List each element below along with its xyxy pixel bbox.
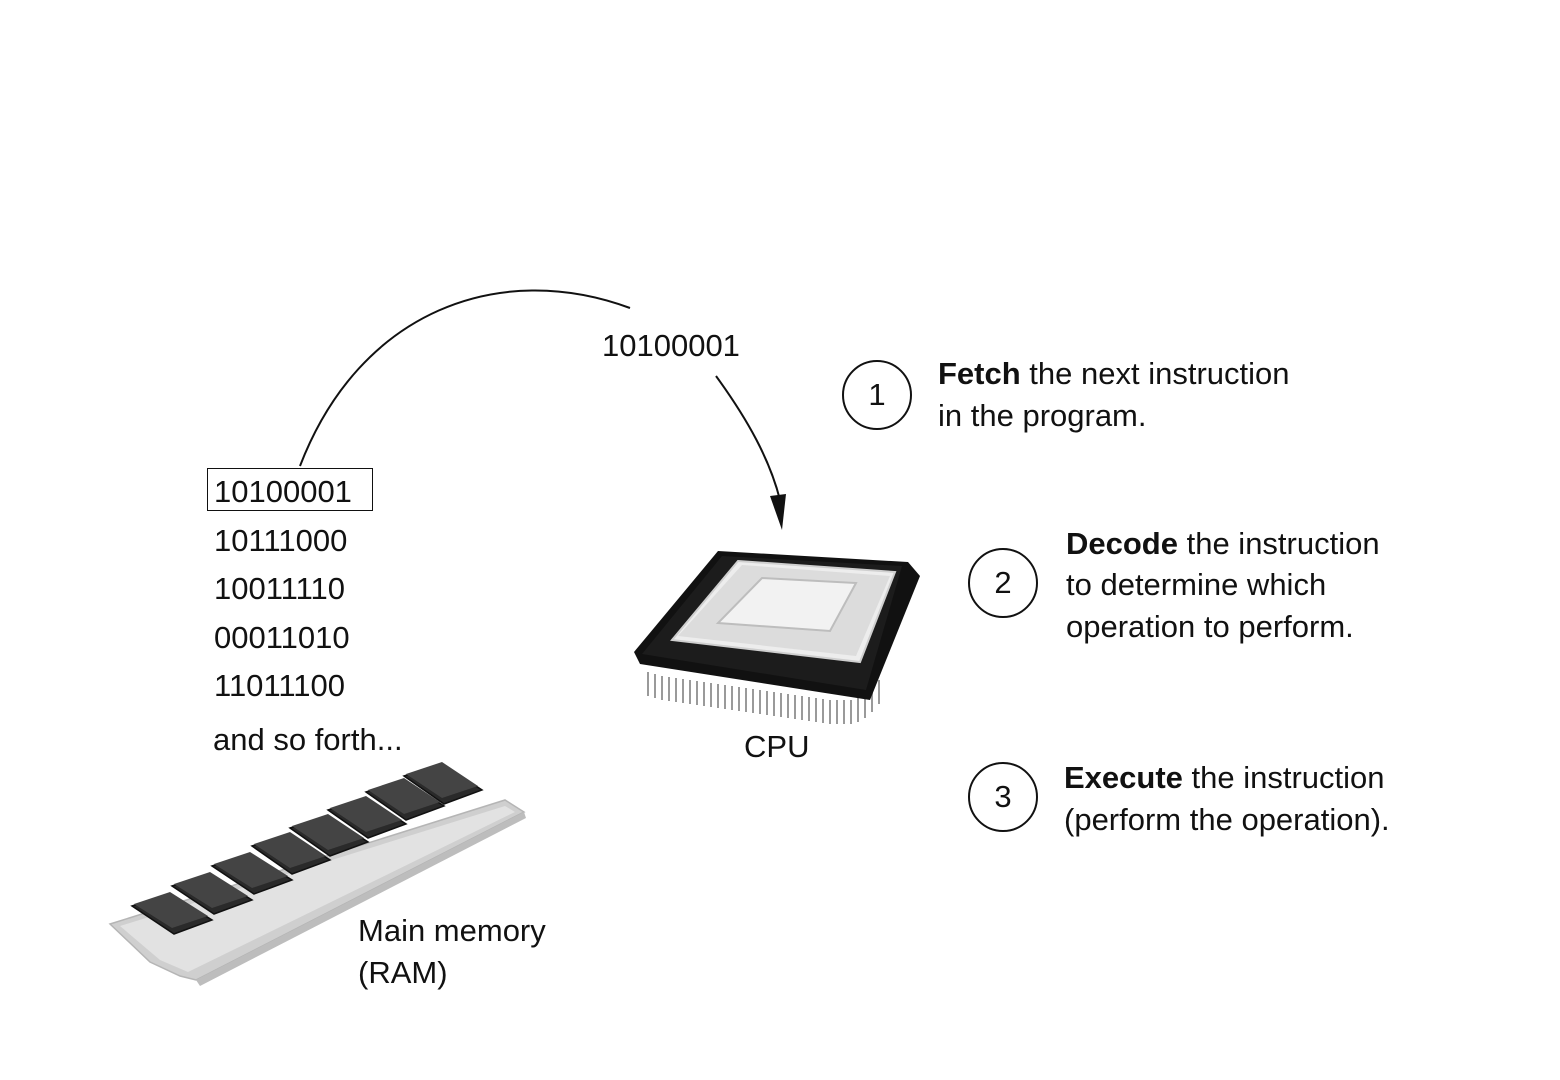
step-1-circle: 1 <box>842 360 912 430</box>
step-2-line1-rest: the instruction <box>1178 526 1380 561</box>
memory-label-line2: (RAM) <box>358 952 448 994</box>
memory-word: 00011010 <box>214 619 350 657</box>
memory-more-text: and so forth... <box>213 721 403 759</box>
step-3-line1: Execute the instruction <box>1064 757 1385 799</box>
step-3-verb: Execute <box>1064 760 1183 795</box>
step-3-line2: (perform the operation). <box>1064 799 1390 841</box>
ram-module-icon <box>110 762 526 986</box>
fetch-arc-path <box>300 290 630 466</box>
step-1-line1: Fetch the next instruction <box>938 353 1290 395</box>
step-3-line1-rest: the instruction <box>1183 760 1385 795</box>
cpu-label: CPU <box>744 726 809 768</box>
step-2-line2: to determine which <box>1066 564 1326 606</box>
step-2-verb: Decode <box>1066 526 1178 561</box>
memory-word: 10011110 <box>214 570 345 608</box>
step-1-line2: in the program. <box>938 395 1147 437</box>
step-2-line3: operation to perform. <box>1066 606 1354 648</box>
transfer-word: 10100001 <box>602 325 740 367</box>
step-1-verb: Fetch <box>938 356 1021 391</box>
step-3-circle: 3 <box>968 762 1038 832</box>
memory-label-line1: Main memory <box>358 910 546 952</box>
step-2-circle: 2 <box>968 548 1038 618</box>
memory-word: 10111000 <box>214 522 347 560</box>
arrowhead-icon <box>770 494 786 530</box>
cpu-chip-icon <box>634 551 920 724</box>
step-1-line1-rest: the next instruction <box>1021 356 1290 391</box>
fetch-arrow-path <box>716 376 780 500</box>
step-2-line1: Decode the instruction <box>1066 523 1380 565</box>
memory-word: 11011100 <box>214 667 345 705</box>
memory-word: 10100001 <box>214 473 352 511</box>
